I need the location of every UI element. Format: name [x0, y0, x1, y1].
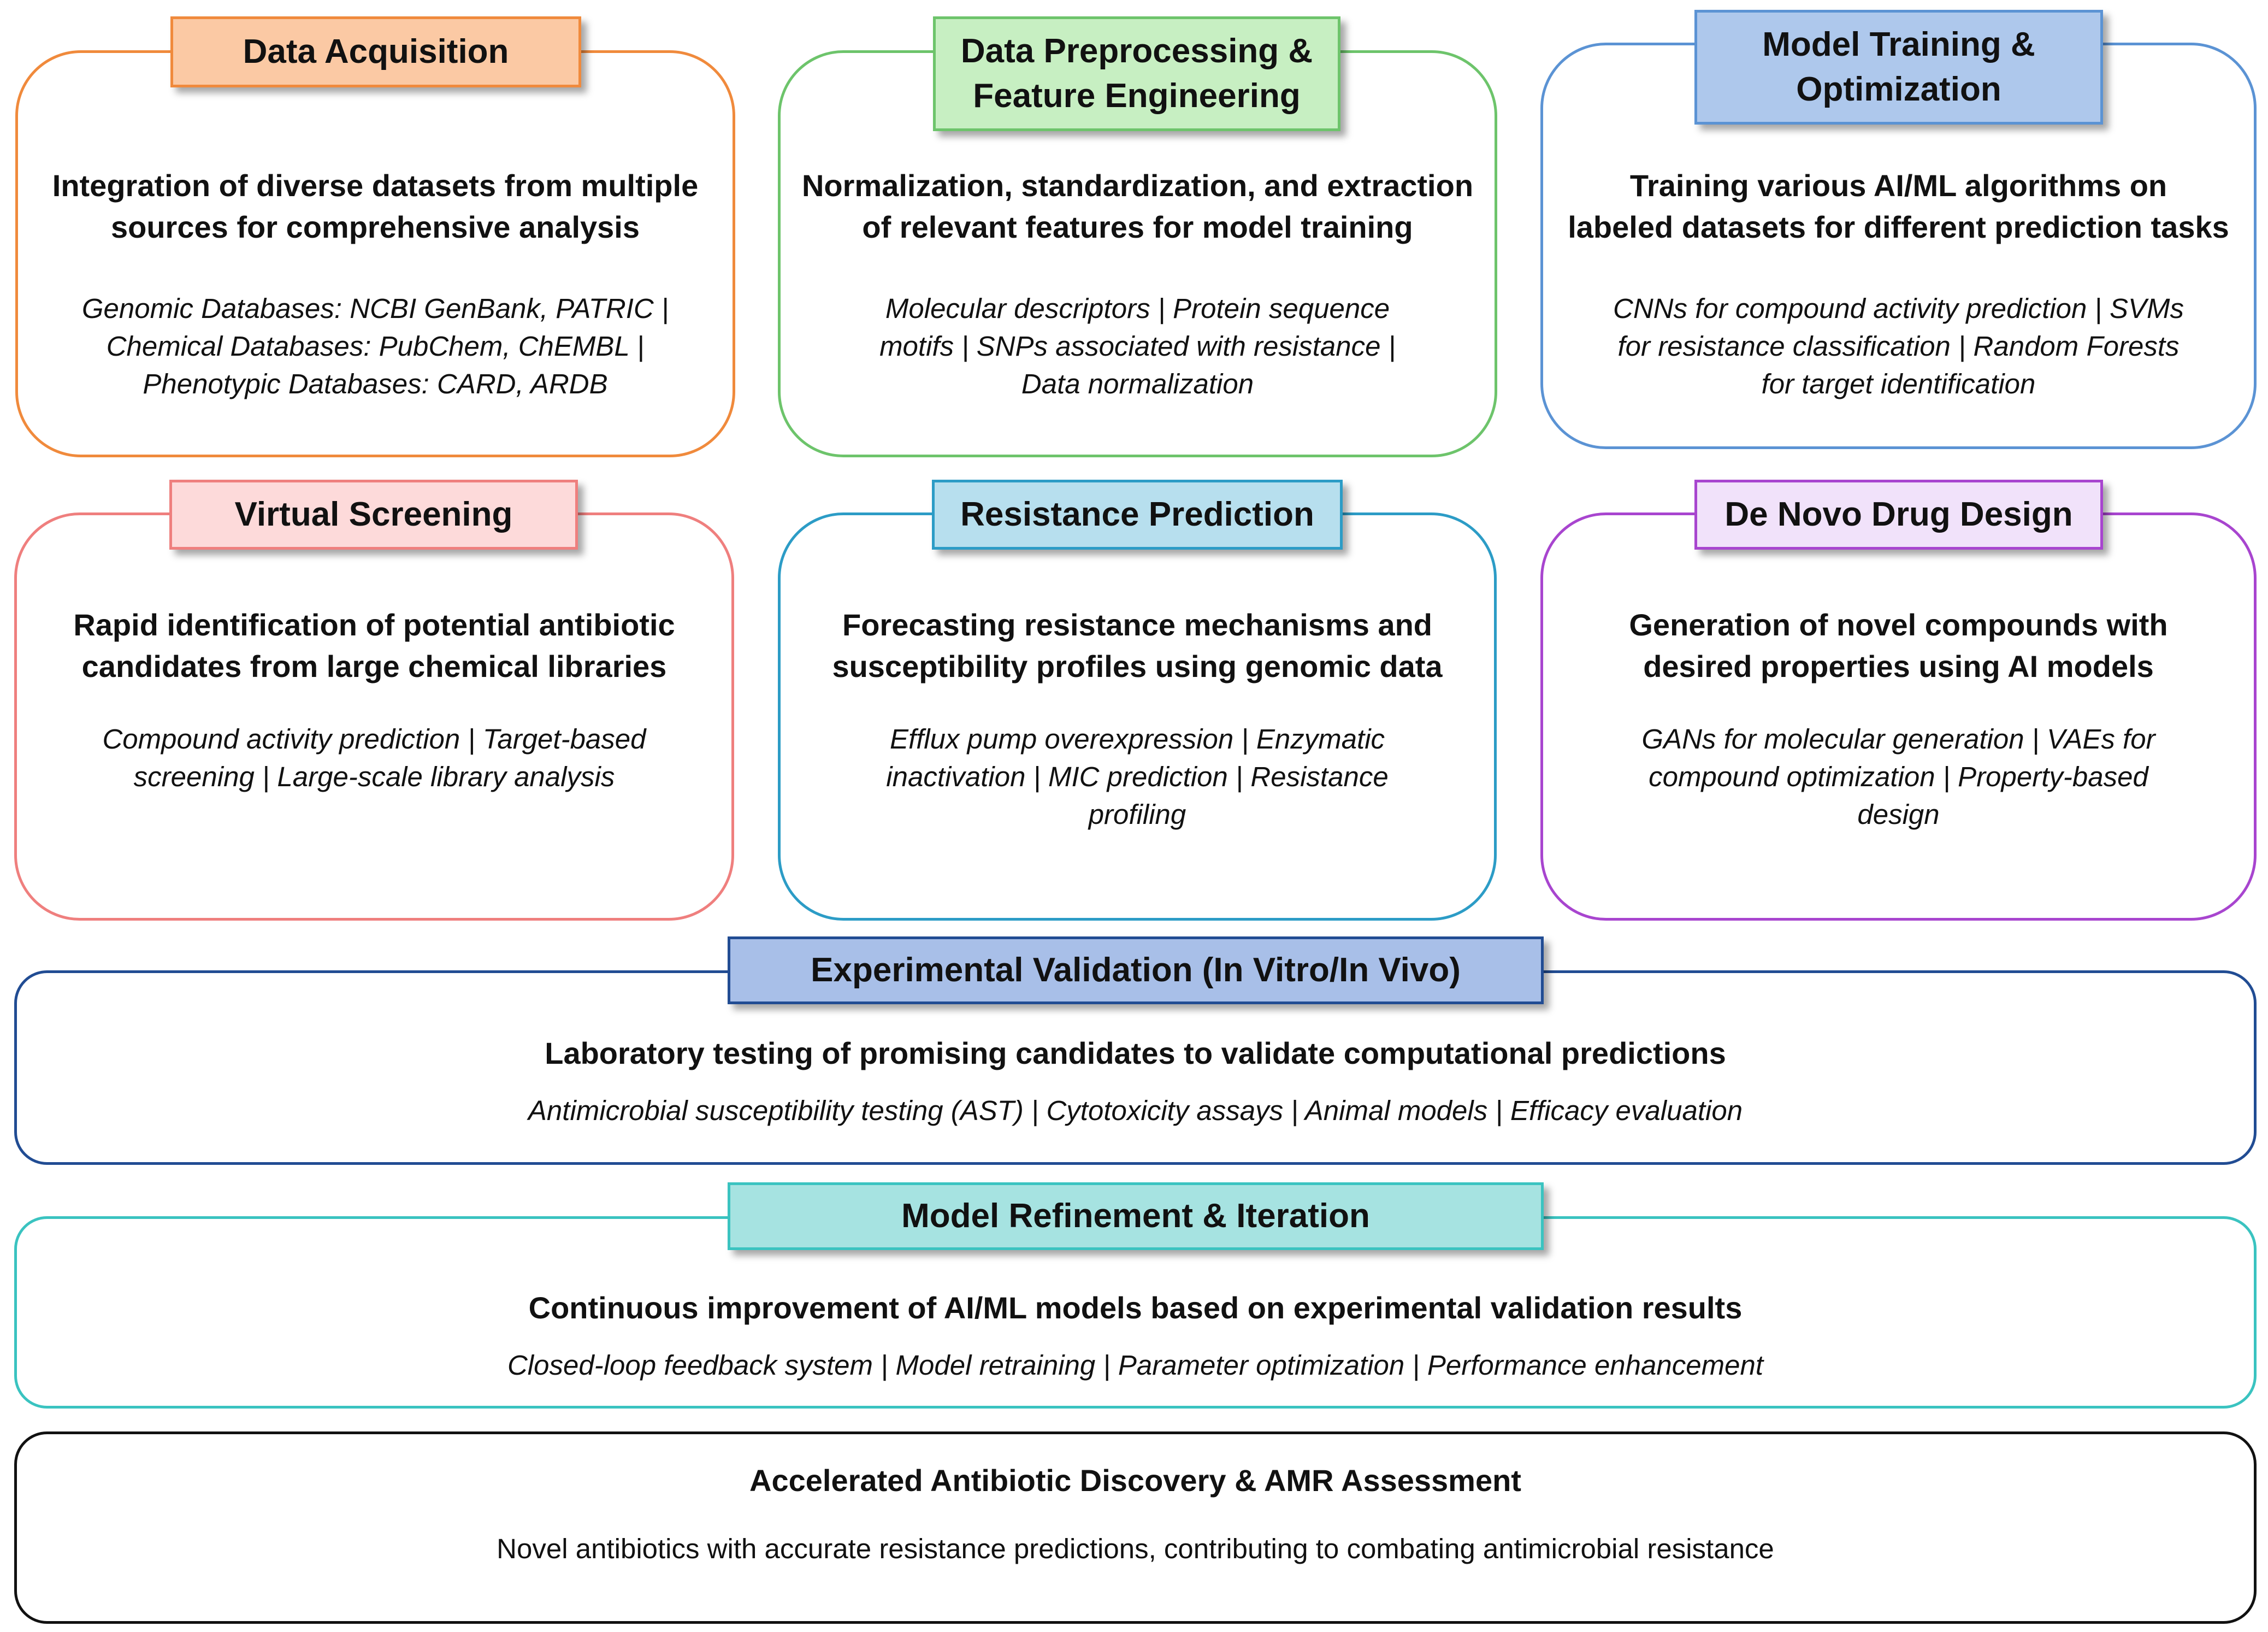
stage-title-resistance-prediction: Resistance Prediction: [932, 480, 1343, 550]
detail-line: motifs | SNPs associated with resistance…: [879, 331, 1396, 362]
detail-line: Data normalization: [1021, 368, 1254, 399]
stage-title-text: Data Preprocessing &: [960, 32, 1313, 70]
description-line: Generation of novel compounds with: [1629, 608, 2168, 642]
stage-box-de-novo-drug-design: [1540, 512, 2257, 921]
stage-box-resistance-prediction: [778, 512, 1497, 921]
stage-title-text: De Novo Drug Design: [1724, 496, 2073, 533]
refinement-details: Closed-loop feedback system | Model retr…: [507, 1350, 1764, 1381]
detail-line: for target identification: [1761, 368, 2036, 399]
description-line: desired properties using AI models: [1643, 649, 2154, 684]
stage-title-text: Model Training &: [1762, 26, 2035, 63]
validation-title-text: Experimental Validation (In Vitro/In Viv…: [811, 951, 1461, 989]
detail-line: Compound activity prediction | Target-ba…: [102, 723, 646, 755]
detail-line: CNNs for compound activity prediction | …: [1613, 293, 2184, 324]
detail-line: Efflux pump overexpression | Enzymatic: [889, 723, 1385, 755]
stage-title-text: Feature Engineering: [973, 77, 1301, 115]
validation-title: Experimental Validation (In Vitro/In Viv…: [728, 936, 1544, 1004]
description-line: sources for comprehensive analysis: [111, 210, 640, 244]
detail-line: Chemical Databases: PubChem, ChEMBL |: [106, 331, 645, 362]
refinement-description: Continuous improvement of AI/ML models b…: [528, 1291, 1743, 1325]
stage-description: Normalization, standardization, and extr…: [784, 165, 1491, 248]
description-line: Training various AI/ML algorithms on: [1629, 168, 2167, 203]
outcome-box: [14, 1431, 2257, 1624]
outcome-text: Novel antibiotics with accurate resistan…: [497, 1533, 1774, 1564]
detail-line: Phenotypic Databases: CARD, ARDB: [143, 368, 608, 399]
stage-details: Molecular descriptors | Protein sequence…: [784, 290, 1491, 403]
detail-line: design: [1857, 799, 1940, 830]
stage-title-text: Optimization: [1796, 70, 2001, 108]
refinement-title: Model Refinement & Iteration: [728, 1182, 1544, 1250]
detail-line: profiling: [1088, 799, 1186, 830]
detail-line: Molecular descriptors | Protein sequence: [885, 293, 1390, 324]
detail-line: inactivation | MIC prediction | Resistan…: [886, 761, 1389, 792]
stage-box-virtual-screening: [14, 512, 734, 921]
description-line: Rapid identification of potential antibi…: [73, 608, 675, 642]
detail-line: GANs for molecular generation | VAEs for: [1641, 723, 2155, 755]
detail-line: Genomic Databases: NCBI GenBank, PATRIC …: [81, 293, 669, 324]
description-line: candidates from large chemical libraries: [81, 649, 667, 684]
stage-details: Genomic Databases: NCBI GenBank, PATRIC …: [22, 290, 729, 403]
outcome-title: Accelerated Antibiotic Discovery & AMR A…: [749, 1463, 1521, 1498]
validation-description: Laboratory testing of promising candidat…: [545, 1036, 1726, 1070]
description-line: of relevant features for model training: [862, 210, 1413, 244]
detail-line: compound optimization | Property-based: [1649, 761, 2148, 792]
stage-title-text: Virtual Screening: [234, 496, 513, 533]
stage-description: Integration of diverse datasets from mul…: [22, 165, 729, 248]
stage-description: Forecasting resistance mechanisms and su…: [784, 604, 1490, 687]
stage-details: Efflux pump overexpression | Enzymatic i…: [784, 720, 1490, 833]
description-line: susceptibility profiles using genomic da…: [832, 649, 1443, 684]
stage-title-de-novo-drug-design: De Novo Drug Design: [1694, 480, 2103, 550]
stage-description: Rapid identification of potential antibi…: [21, 604, 728, 687]
stage-title-text: Resistance Prediction: [960, 496, 1314, 533]
stage-title-text: Data Acquisition: [243, 33, 509, 70]
stage-description: Generation of novel compounds with desir…: [1547, 604, 2250, 687]
refinement-title-text: Model Refinement & Iteration: [901, 1197, 1370, 1235]
stage-title-data-preprocessing: Data Preprocessing & Feature Engineering: [933, 16, 1340, 131]
stage-description: Training various AI/ML algorithms on lab…: [1547, 165, 2250, 248]
detail-line: screening | Large-scale library analysis: [133, 761, 615, 792]
description-line: Forecasting resistance mechanisms and: [842, 608, 1432, 642]
stage-title-data-acquisition: Data Acquisition: [170, 16, 581, 87]
stage-title-model-training: Model Training & Optimization: [1694, 10, 2103, 125]
detail-line: for resistance classification | Random F…: [1617, 331, 2180, 362]
description-line: labeled datasets for different predictio…: [1568, 210, 2229, 244]
validation-details: Antimicrobial susceptibility testing (AS…: [528, 1095, 1743, 1126]
description-line: Normalization, standardization, and extr…: [801, 168, 1474, 203]
stage-details: GANs for molecular generation | VAEs for…: [1547, 720, 2250, 833]
stage-details: Compound activity prediction | Target-ba…: [21, 720, 728, 796]
stage-title-virtual-screening: Virtual Screening: [169, 480, 578, 550]
stage-box-data-acquisition: [15, 50, 735, 457]
description-line: Integration of diverse datasets from mul…: [52, 168, 699, 203]
stage-details: CNNs for compound activity prediction | …: [1547, 290, 2250, 403]
